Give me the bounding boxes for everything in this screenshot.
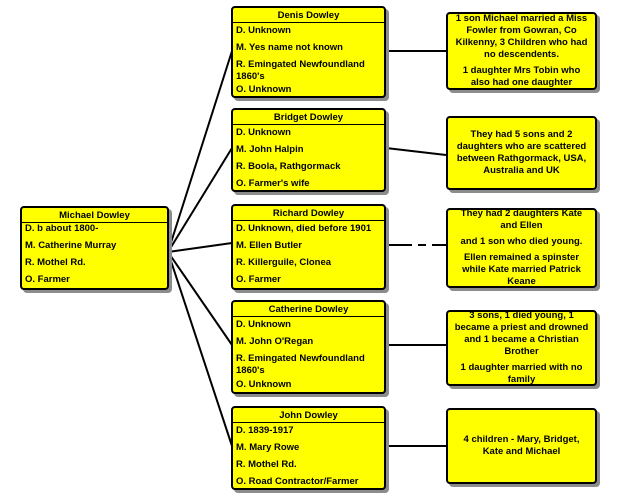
note-text: They had 5 sons and 2 daughters who are … xyxy=(456,129,587,176)
note-box-catherine: 3 sons, 1 died young, 1 became a priest … xyxy=(446,310,597,386)
child-occupation: O. Unknown xyxy=(236,84,292,95)
child-death: D. Unknown xyxy=(233,22,384,37)
note-text: 4 children - Mary, Bridget, Kate and Mic… xyxy=(463,434,580,457)
note-text: 1 daughter married with no family xyxy=(460,362,583,385)
child-occupation: O. Road Contractor/Farmer xyxy=(236,476,359,487)
child-name: Catherine Dowley xyxy=(268,304,349,315)
child-marriage: M. John Halpin xyxy=(236,144,304,155)
child-box-john: John Dowley D. 1839-1917 M. Mary Rowe R.… xyxy=(231,406,386,490)
child-name: Bridget Dowley xyxy=(273,112,344,123)
root-person-name: Michael Dowley xyxy=(59,210,130,221)
child-marriage: M. Ellen Butler xyxy=(236,240,302,251)
note-text: They had 2 daughters Kate and Ellen xyxy=(460,208,583,231)
child-marriage: M. John O'Regan xyxy=(236,336,314,347)
child-marriage: M. Mary Rowe xyxy=(236,442,300,453)
child-residence: R. Emingated Newfoundland 1860's xyxy=(236,59,365,82)
child-occupation: O. Farmer xyxy=(236,274,281,285)
root-person-box: Michael Dowley D. b about 1800- M. Cathe… xyxy=(20,206,169,290)
child-box-richard: Richard Dowley D. Unknown, died before 1… xyxy=(231,204,386,290)
child-name: John Dowley xyxy=(279,410,338,421)
child-occupation: O. Unknown xyxy=(236,379,292,390)
child-death: D. Unknown xyxy=(233,316,384,331)
note-box-richard: They had 2 daughters Kate and Ellen and … xyxy=(446,208,597,288)
child-death: D. Unknown xyxy=(233,124,384,139)
root-person-residence: R. Mothel Rd. xyxy=(25,257,86,268)
note-text: Ellen remained a spinster while Kate mar… xyxy=(462,252,581,287)
note-text: 1 son Michael married a Miss Fowler from… xyxy=(455,13,588,60)
child-residence: R. Boola, Rathgormack xyxy=(236,161,341,172)
note-text: 1 daughter Mrs Tobin who also had one da… xyxy=(462,65,581,88)
child-residence: R. Mothel Rd. xyxy=(236,459,297,470)
child-residence: R. Emingated Newfoundland 1860's xyxy=(236,353,365,376)
root-person-occupation: O. Farmer xyxy=(25,274,70,285)
child-marriage: M. Yes name not known xyxy=(236,42,343,53)
child-box-bridget: Bridget Dowley D. Unknown M. John Halpin… xyxy=(231,108,386,192)
child-name: Richard Dowley xyxy=(272,208,345,219)
note-box-bridget: They had 5 sons and 2 daughters who are … xyxy=(446,116,597,190)
child-death: D. Unknown, died before 1901 xyxy=(233,220,384,235)
child-box-catherine: Catherine Dowley D. Unknown M. John O'Re… xyxy=(231,300,386,394)
child-name: Denis Dowley xyxy=(277,10,340,21)
note-box-denis: 1 son Michael married a Miss Fowler from… xyxy=(446,12,597,90)
root-person-death: D. b about 1800- xyxy=(22,222,167,235)
child-residence: R. Killerguile, Clonea xyxy=(236,257,332,268)
child-death: D. 1839-1917 xyxy=(233,422,384,437)
child-box-denis: Denis Dowley D. Unknown M. Yes name not … xyxy=(231,6,386,98)
note-text: 3 sons, 1 died young, 1 became a priest … xyxy=(454,310,589,357)
note-text: and 1 son who died young. xyxy=(460,236,583,247)
note-box-john: 4 children - Mary, Bridget, Kate and Mic… xyxy=(446,408,597,484)
child-occupation: O. Farmer's wife xyxy=(236,178,310,189)
root-person-marriage: M. Catherine Murray xyxy=(25,240,117,251)
